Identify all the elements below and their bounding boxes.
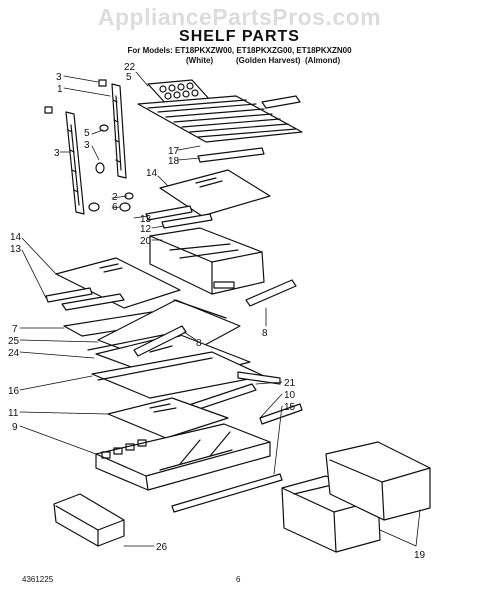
callout-9: 9 bbox=[12, 422, 18, 433]
shelf-trim-left bbox=[46, 288, 124, 310]
callout-5-top: 5 bbox=[126, 72, 132, 83]
callout-13-upper: 13 bbox=[140, 214, 152, 225]
callout-13-left: 13 bbox=[10, 244, 22, 255]
callout-17: 17 bbox=[168, 146, 180, 157]
callout-26: 26 bbox=[156, 542, 168, 553]
page-number: 6 bbox=[236, 575, 241, 584]
wire-shelf bbox=[138, 96, 302, 142]
doc-number: 4361225 bbox=[22, 575, 54, 584]
callout-16: 16 bbox=[8, 386, 20, 397]
crisper-cover-frame bbox=[96, 424, 270, 490]
callout-10: 10 bbox=[284, 390, 296, 401]
watermark: AppliancePartsPros.com bbox=[97, 4, 382, 30]
divider-rod bbox=[246, 280, 296, 306]
color-white: (White) bbox=[186, 56, 214, 65]
divider-rod-middle bbox=[134, 326, 186, 356]
wire-shelf-trim bbox=[198, 96, 300, 162]
callout-19: 19 bbox=[414, 550, 426, 561]
ladder-rail-right bbox=[112, 84, 126, 178]
ladder-rail-left bbox=[66, 112, 84, 214]
callout-8-right: 8 bbox=[262, 328, 268, 339]
callout-6: 6 bbox=[112, 202, 118, 213]
callout-14-left: 14 bbox=[10, 232, 22, 243]
utility-bin bbox=[54, 494, 124, 546]
callout-3-left: 3 bbox=[54, 148, 60, 159]
deli-drawer bbox=[150, 228, 264, 294]
callout-22: 22 bbox=[124, 62, 136, 73]
crisper-drawer-right bbox=[326, 442, 430, 520]
callout-1: 1 bbox=[57, 84, 63, 95]
callout-7: 7 bbox=[12, 324, 18, 335]
models-line: For Models: ET18PKXZW00, ET18PKXZG00, ET… bbox=[127, 46, 352, 55]
color-almond: (Almond) bbox=[305, 56, 341, 65]
callout-20: 20 bbox=[140, 236, 152, 247]
callout-25: 25 bbox=[8, 336, 20, 347]
callout-11: 11 bbox=[8, 408, 19, 419]
callout-14-upper: 14 bbox=[146, 168, 158, 179]
callout-12: 12 bbox=[140, 224, 152, 235]
crisper-cover bbox=[108, 398, 228, 438]
callout-3-top: 3 bbox=[56, 72, 62, 83]
shelf-trim-upper bbox=[146, 206, 212, 228]
color-golden-harvest: (Golden Harvest) bbox=[236, 56, 301, 65]
callout-21: 21 bbox=[284, 378, 296, 389]
page-title: SHELF PARTS bbox=[179, 28, 300, 45]
callout-2: 2 bbox=[112, 192, 118, 203]
callout-18: 18 bbox=[168, 156, 180, 167]
leader-lines bbox=[20, 72, 420, 546]
rail-clips bbox=[45, 80, 134, 212]
callout-3-mid: 3 bbox=[84, 140, 90, 151]
callout-15: 15 bbox=[284, 402, 296, 413]
callout-24: 24 bbox=[8, 348, 20, 359]
callout-8-mid: 8 bbox=[196, 338, 202, 349]
callout-labels: 3 1 22 5 5 3 3 2 6 17 18 14 13 12 20 14 … bbox=[8, 62, 426, 561]
callout-5-mid: 5 bbox=[84, 128, 90, 139]
